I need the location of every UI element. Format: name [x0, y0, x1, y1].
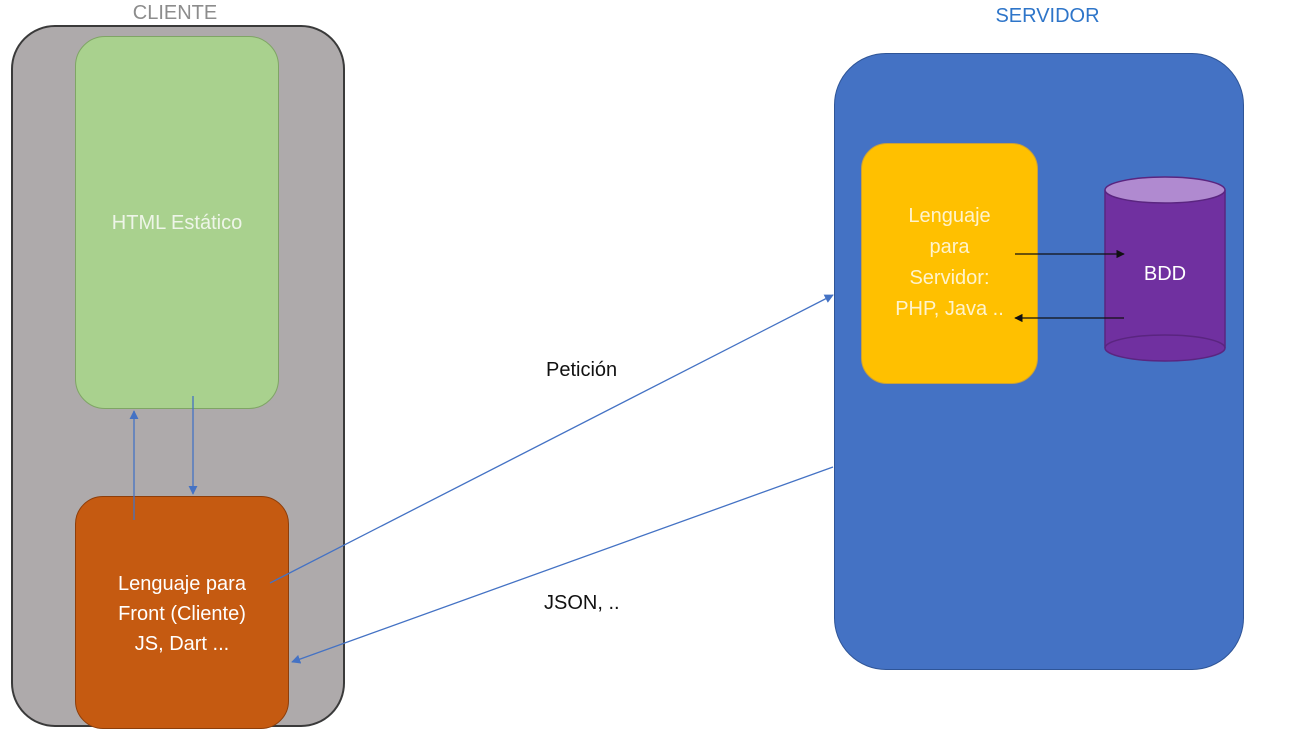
response-label: JSON, .. — [544, 592, 620, 614]
static-html-label: HTML Estático — [111, 212, 243, 234]
response-arrow — [291, 466, 834, 664]
server-language-label: Lenguaje para Servidor: PHP, Java .. — [895, 204, 1004, 320]
request-label: Petición — [546, 359, 618, 381]
database-label: BDD — [1143, 263, 1187, 285]
server-language-box — [861, 143, 1038, 384]
client-title: CLIENTE — [132, 2, 218, 24]
front-language-label: Lenguaje para Front (Cliente) JS, Dart .… — [118, 573, 246, 655]
server-title: SERVIDOR — [995, 5, 1100, 27]
static-html-box — [75, 36, 279, 409]
request-arrow — [269, 294, 834, 584]
front-language-box — [75, 496, 289, 729]
